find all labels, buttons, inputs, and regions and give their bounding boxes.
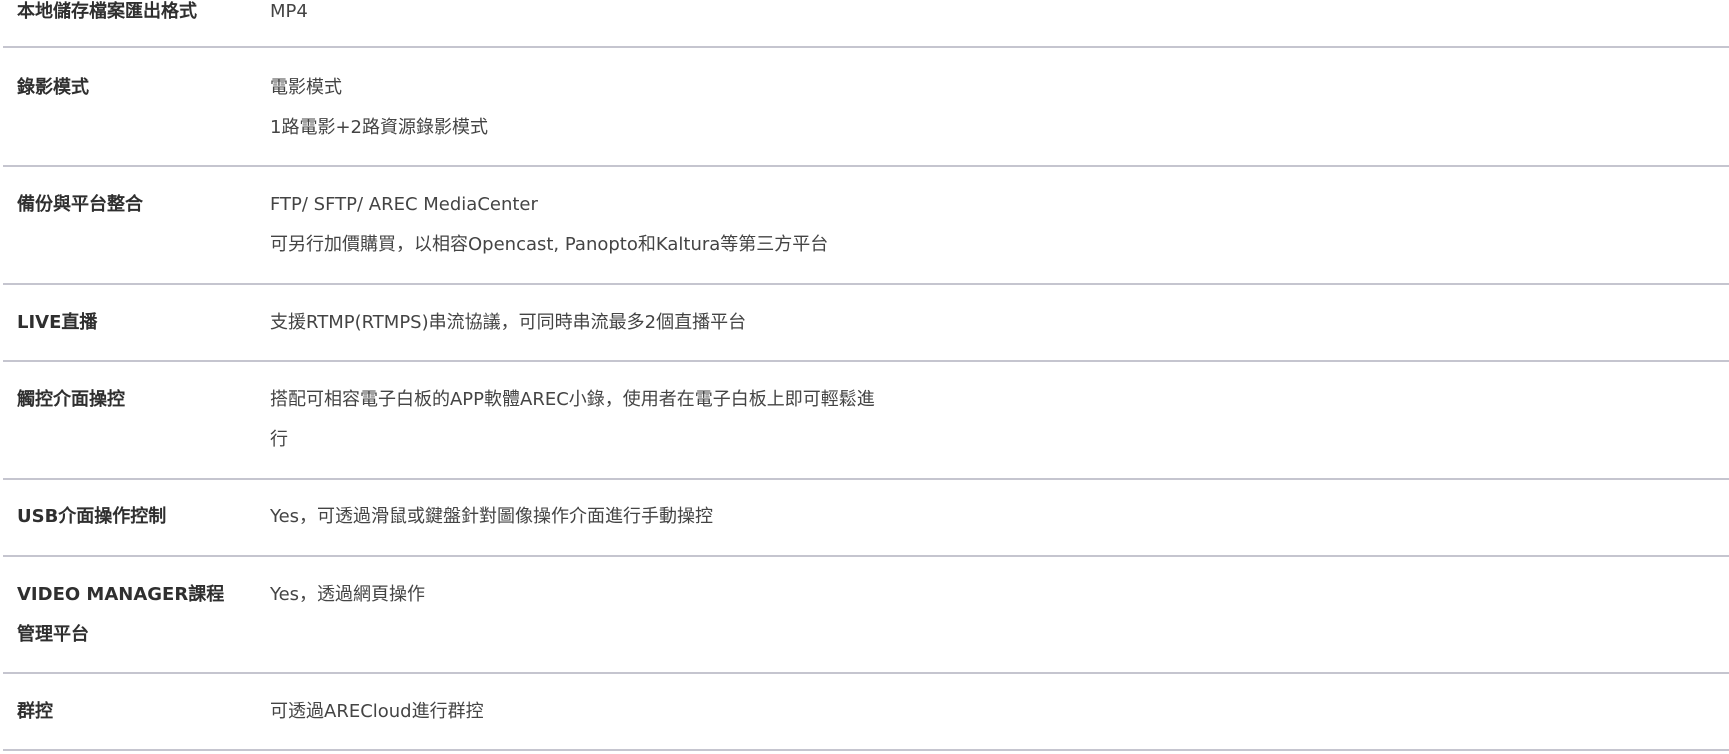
spec-row-usb-control: USB介面操作控制 Yes，可透過滑鼠或鍵盤針對圖像操作介面進行手動操控 xyxy=(3,480,1729,557)
spec-label: 群控 xyxy=(17,701,53,722)
spec-label: USB介面操作控制 xyxy=(17,506,167,527)
spec-value: 1路電影+2路資源錄影模式 xyxy=(270,117,488,138)
spec-value: FTP/ SFTP/ AREC MediaCenter xyxy=(270,194,538,215)
spec-value: 搭配可相容電子白板的APP軟體AREC小錄，使用者在電子白板上即可輕鬆進 xyxy=(270,389,875,410)
spec-row-live-streaming: LIVE直播 支援RTMP(RTMPS)串流協議，可同時串流最多2個直播平台 xyxy=(3,285,1729,362)
spec-values: 可透過ARECloud進行群控 xyxy=(270,692,970,732)
spec-values: FTP/ SFTP/ AREC MediaCenter 可另行加價購買，以相容O… xyxy=(270,185,970,265)
spec-label: VIDEO MANAGER課程 管理平台 xyxy=(17,575,227,655)
spec-label: 錄影模式 xyxy=(17,77,89,98)
spec-row-group-control: 群控 可透過ARECloud進行群控 xyxy=(3,674,1729,751)
spec-label: 本地儲存檔案匯出格式 xyxy=(17,1,197,22)
spec-value: 可另行加價購買，以相容Opencast, Panopto和Kaltura等第三方… xyxy=(270,234,829,255)
spec-table: 本地儲存檔案匯出格式 MP4 錄影模式 電影模式 1路電影+2路資源錄影模式 備… xyxy=(3,0,1729,751)
spec-value: 可透過ARECloud進行群控 xyxy=(270,701,484,722)
spec-value: 電影模式 xyxy=(270,77,342,98)
spec-row-backup-platform: 備份與平台整合 FTP/ SFTP/ AREC MediaCenter 可另行加… xyxy=(3,167,1729,285)
spec-row-export-format: 本地儲存檔案匯出格式 MP4 xyxy=(3,0,1729,48)
spec-label: 觸控介面操控 xyxy=(17,389,125,410)
spec-label: LIVE直播 xyxy=(17,312,98,333)
spec-row-touch-control: 觸控介面操控 搭配可相容電子白板的APP軟體AREC小錄，使用者在電子白板上即可… xyxy=(3,362,1729,480)
spec-label: 備份與平台整合 xyxy=(17,194,143,215)
spec-value: Yes，可透過滑鼠或鍵盤針對圖像操作介面進行手動操控 xyxy=(270,506,714,527)
spec-value: 支援RTMP(RTMPS)串流協議，可同時串流最多2個直播平台 xyxy=(270,312,747,333)
spec-values: 支援RTMP(RTMPS)串流協議，可同時串流最多2個直播平台 xyxy=(270,303,970,343)
spec-value: MP4 xyxy=(270,1,308,22)
spec-values: 搭配可相容電子白板的APP軟體AREC小錄，使用者在電子白板上即可輕鬆進 行 xyxy=(270,380,970,460)
spec-row-video-manager: VIDEO MANAGER課程 管理平台 Yes，透過網頁操作 xyxy=(3,557,1729,674)
spec-values: Yes，透過網頁操作 xyxy=(270,575,970,615)
spec-value: 行 xyxy=(270,429,288,450)
spec-values: MP4 xyxy=(270,0,970,32)
spec-value: Yes，透過網頁操作 xyxy=(270,584,426,605)
spec-row-recording-mode: 錄影模式 電影模式 1路電影+2路資源錄影模式 xyxy=(3,48,1729,167)
spec-values: Yes，可透過滑鼠或鍵盤針對圖像操作介面進行手動操控 xyxy=(270,497,970,537)
spec-values: 電影模式 1路電影+2路資源錄影模式 xyxy=(270,68,970,148)
spec-label-line: 管理平台 xyxy=(17,624,89,645)
spec-label-line: VIDEO MANAGER課程 xyxy=(17,584,225,605)
